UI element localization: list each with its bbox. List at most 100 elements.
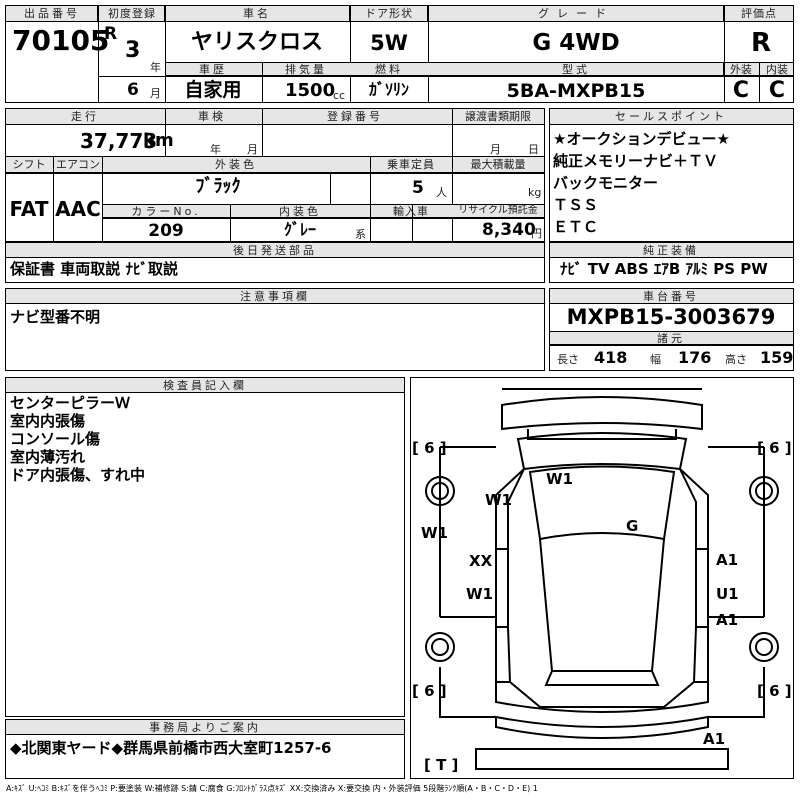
sales-point-item: ＥＴＣ — [553, 218, 599, 236]
sales-point-item: ★オークションデビュー★ — [553, 130, 730, 148]
inspector-label: 検査員記入欄 — [163, 379, 247, 392]
tire-front-right: [ 6 ] — [757, 439, 792, 457]
capacity: 5 — [412, 178, 424, 198]
notes: ナビ型番不明 — [10, 308, 101, 326]
int-color-label: 内装色 — [279, 205, 321, 218]
left-fender-damage: W1 — [421, 524, 448, 542]
year-unit: 年 — [150, 61, 161, 74]
grade-label: グレード — [538, 7, 614, 20]
tire-rear-right: [ 6 ] — [757, 682, 792, 700]
recycle-fee: 8,340 — [482, 220, 536, 240]
ac: AAC — [55, 197, 101, 221]
color-no-label: カラーNo. — [131, 205, 201, 218]
spare-tire: [ T ] — [424, 756, 459, 774]
left-rear-door-damage: W1 — [466, 585, 493, 603]
car-outline — [425, 388, 779, 770]
right-door-damage: A1 — [716, 551, 739, 569]
grade: G 4WD — [532, 30, 620, 56]
tire-front-left: [ 6 ] — [412, 439, 447, 457]
transfer-month: 月 — [490, 143, 501, 156]
windshield-damage: G — [626, 517, 639, 535]
left-door-damage: XX — [469, 552, 493, 570]
color-no: 209 — [148, 221, 184, 241]
transfer-day: 日 — [528, 143, 539, 156]
import-label: 輸入車 — [393, 205, 429, 218]
reg-month: 6 — [127, 80, 139, 100]
exterior-grade: C — [732, 78, 750, 103]
height-label: 高さ — [725, 353, 747, 366]
history-label: 車歴 — [199, 63, 227, 76]
vehicle-type: 5BA-MXPB15 — [506, 80, 646, 102]
inspector-note: 室内内張傷 — [10, 412, 86, 430]
sales-point-item: ＴＳＳ — [553, 196, 599, 214]
fuel: ｶﾞｿﾘﾝ — [368, 80, 410, 99]
notes-label: 注意事項欄 — [240, 290, 310, 303]
displacement-label: 排気量 — [285, 63, 327, 76]
color-label: 外装色 — [215, 158, 257, 171]
int-color: ｸﾞﾚｰ — [283, 220, 317, 239]
rear-bumper-damage: A1 — [703, 730, 726, 748]
door-label: ドア形状 — [365, 7, 413, 20]
sales-points-label: セールスポイント — [615, 110, 727, 123]
inspector-note: センターピラーＷ — [10, 394, 131, 412]
score: R — [750, 28, 772, 58]
exterior-color: ﾌﾞﾗｯｸ — [195, 176, 241, 197]
inspector-note: コンソール傷 — [10, 430, 101, 448]
oem-equipment: ﾅﾋﾞ TV ABS ｴｱB ｱﾙﾐ PS PW — [560, 260, 768, 278]
load-label: 最大積載量 — [470, 158, 526, 171]
chassis-number: MXPB15-3003679 — [566, 305, 776, 329]
shift-label: シフト — [12, 158, 46, 171]
fuel-label: 燃料 — [375, 63, 403, 76]
interior-label: 内装 — [766, 63, 788, 76]
reg-year: 3 — [125, 38, 141, 63]
office-label: 事務局よりご案内 — [149, 721, 261, 734]
later-items-label: 後日発送部品 — [233, 244, 317, 257]
km-unit: km — [143, 130, 174, 151]
length-label: 長さ — [557, 353, 579, 366]
tire-rear-left: [ 6 ] — [412, 682, 447, 700]
era: R — [104, 24, 118, 44]
length: 418 — [594, 348, 628, 367]
shift: FAT — [9, 197, 49, 221]
ac-label: エアコン — [56, 158, 100, 171]
month-unit: 月 — [150, 87, 161, 100]
inspection-month-unit: 月 — [247, 143, 258, 156]
mileage: 37,773 — [80, 129, 158, 153]
model-name: ヤリスクロス — [190, 30, 324, 55]
person-unit: 人 — [436, 186, 447, 199]
inspector-note: 室内薄汚れ — [10, 448, 86, 466]
model-label: 車名 — [243, 7, 271, 20]
int-color-suffix: 系 — [355, 228, 366, 241]
lot-number: 70105 — [12, 24, 110, 57]
front-left-damage: W1 — [485, 491, 512, 509]
height: 159 — [760, 348, 794, 367]
right-rear-scratch: A1 — [716, 611, 739, 629]
lot-number-label-cell — [5, 5, 98, 22]
width: 176 — [678, 348, 712, 367]
recycle-label: リサイクル預託金 — [458, 205, 538, 216]
inspector-notes: センターピラーＷ 室内内張傷 コンソール傷 室内薄汚れ ドア内張傷、すれ中 — [10, 394, 145, 484]
lot-number-label: 出品番号 — [24, 7, 80, 20]
width-label: 幅 — [650, 353, 661, 366]
plate-label: 登録番号 — [327, 110, 383, 123]
damage-diagram — [410, 377, 794, 779]
inspection-year-unit: 年 — [210, 143, 221, 156]
legend: A:ｷｽﾞ U:ﾍｺﾐ B:ｷｽﾞを伴うﾍｺﾐ P:要塗装 W:補修跡 S:錆 … — [6, 784, 538, 793]
kg-unit: kg — [528, 186, 542, 199]
cc-unit: cc — [333, 89, 346, 102]
score-label: 評価点 — [741, 7, 777, 20]
inspection-label: 車検 — [198, 110, 226, 123]
roof-damage: W1 — [546, 470, 573, 488]
right-rear-dent: U1 — [716, 585, 739, 603]
later-items: 保証書 車両取説 ﾅﾋﾞ取説 — [10, 260, 178, 278]
type-label: 型式 — [562, 63, 590, 76]
chassis-label: 車台番号 — [643, 290, 699, 303]
transfer-label: 譲渡書類期限 — [465, 110, 531, 123]
oem-equipment-label: 純正装備 — [643, 244, 699, 257]
sales-point-item: バックモニター — [553, 174, 659, 192]
first-reg-label: 初度登録 — [108, 7, 156, 20]
mileage-label: 走行 — [71, 110, 99, 123]
capacity-label: 乗車定員 — [387, 158, 435, 171]
sales-point-item: 純正メモリーナビ＋ＴＶ — [553, 152, 719, 170]
interior-grade: C — [768, 78, 786, 103]
